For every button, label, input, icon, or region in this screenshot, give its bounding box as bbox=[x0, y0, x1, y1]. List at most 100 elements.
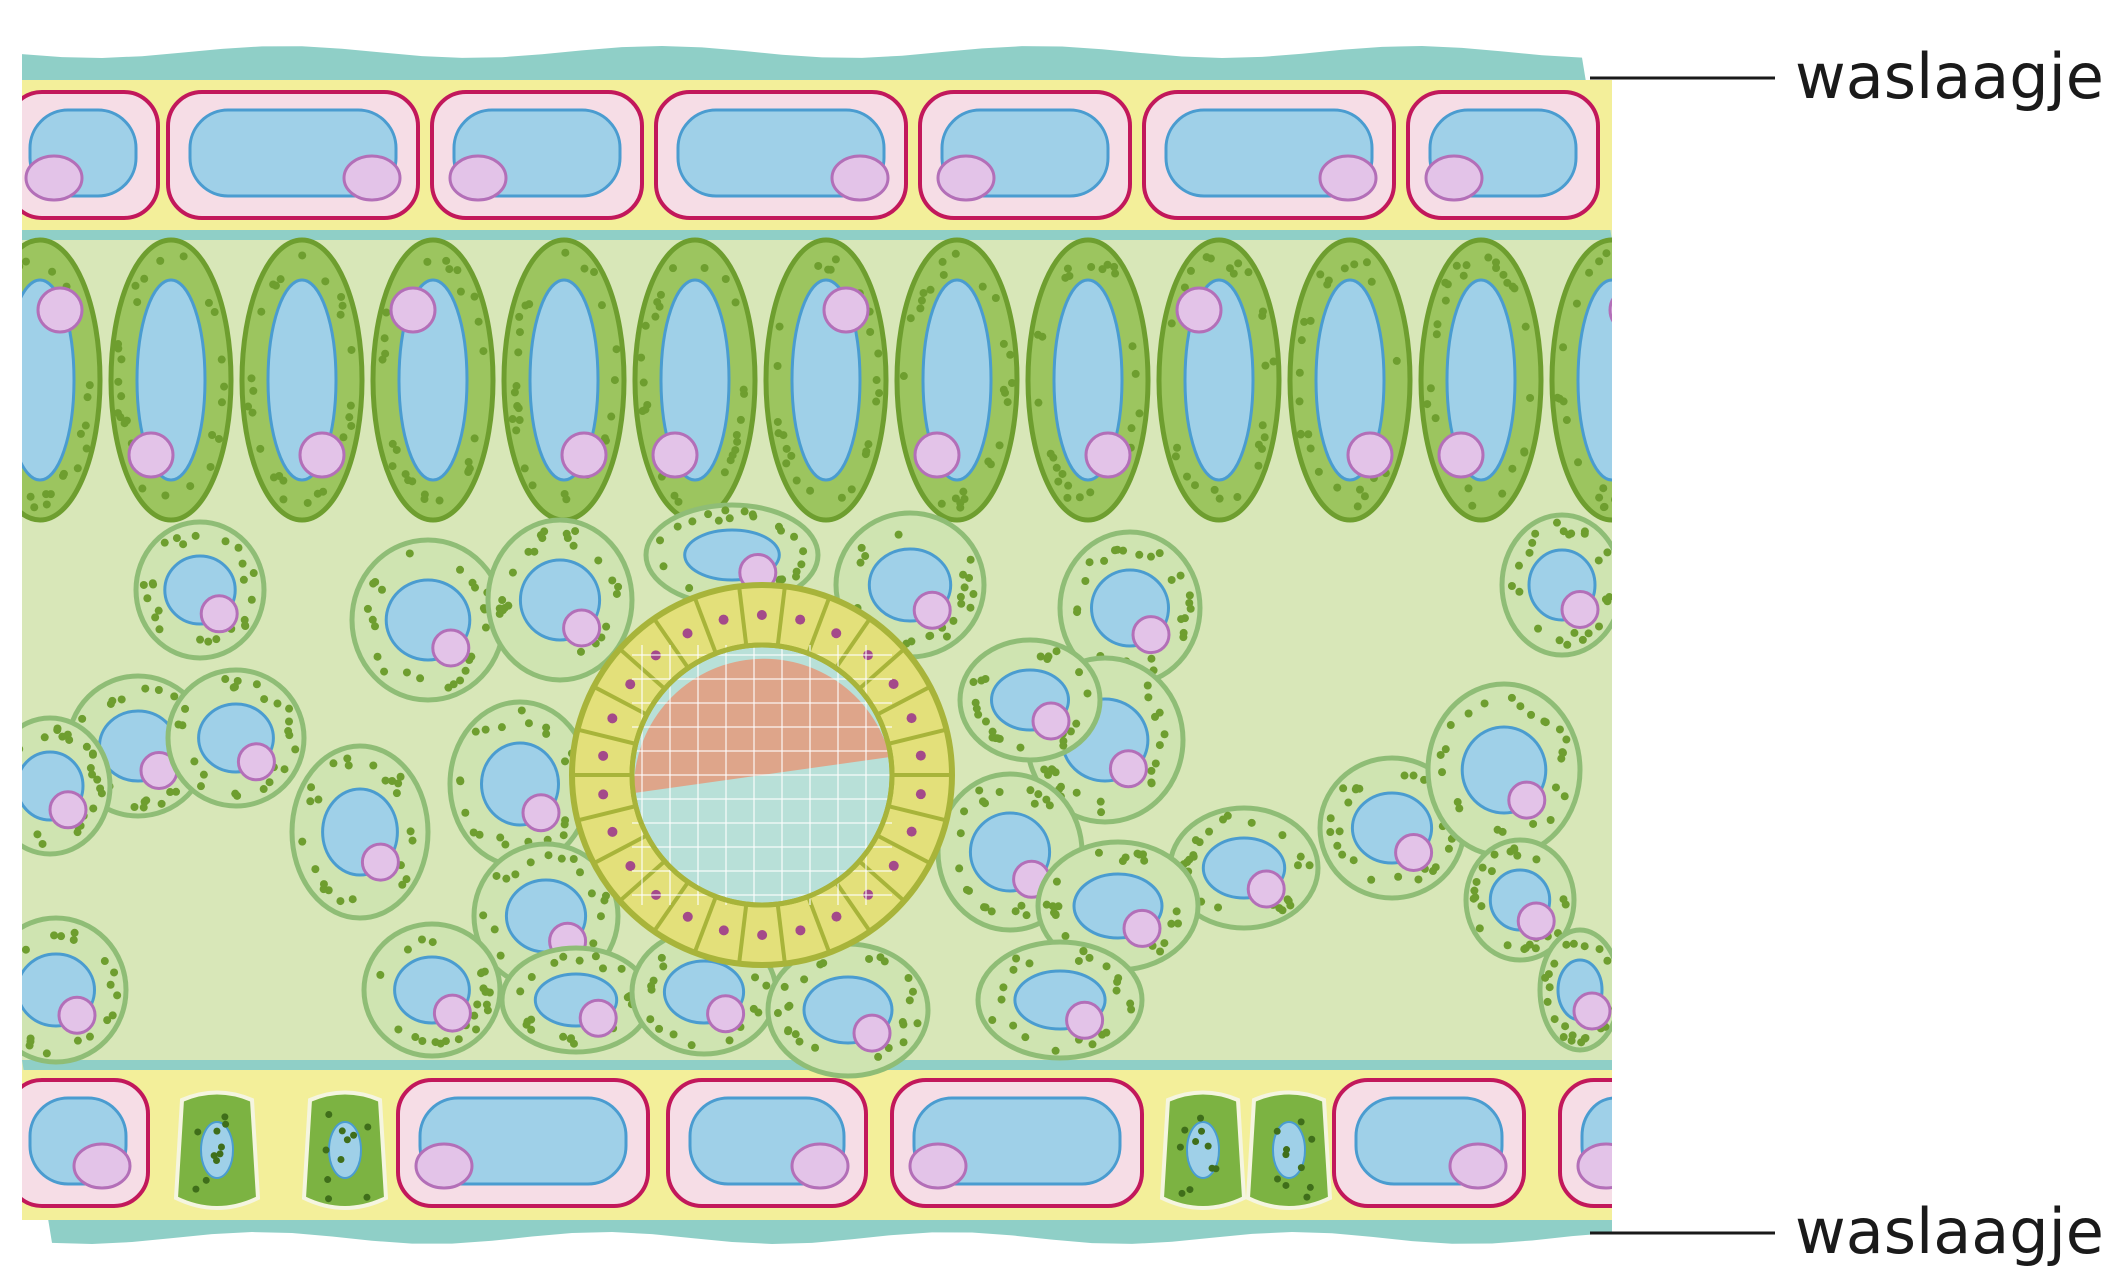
chloroplast bbox=[220, 383, 228, 391]
chloroplast bbox=[1177, 615, 1185, 623]
nucleus bbox=[433, 630, 469, 666]
sheath-cell-nucleus bbox=[683, 628, 693, 638]
chloroplast bbox=[1574, 458, 1582, 466]
chloroplast bbox=[260, 785, 268, 793]
chloroplast bbox=[1620, 270, 1628, 278]
palisade-cell bbox=[1421, 240, 1541, 520]
chloroplast bbox=[564, 534, 572, 542]
chloroplast bbox=[363, 1194, 370, 1201]
nucleus bbox=[59, 997, 95, 1033]
chloroplast bbox=[1008, 379, 1016, 387]
chloroplast bbox=[544, 851, 552, 859]
chloroplast bbox=[1481, 699, 1489, 707]
chloroplast bbox=[926, 632, 934, 640]
chloroplast bbox=[1023, 911, 1031, 919]
chloroplast bbox=[515, 404, 523, 412]
chloroplast bbox=[15, 745, 23, 753]
chloroplast bbox=[218, 1143, 225, 1150]
chloroplast bbox=[497, 952, 505, 960]
chloroplast bbox=[881, 957, 889, 965]
chloroplast bbox=[7, 269, 15, 277]
sheath-cell-nucleus bbox=[607, 827, 617, 837]
chloroplast bbox=[291, 745, 299, 753]
nucleus bbox=[362, 844, 398, 880]
chloroplast bbox=[966, 604, 974, 612]
chloroplast bbox=[382, 309, 390, 317]
chloroplast bbox=[576, 868, 584, 876]
chloroplast bbox=[1261, 433, 1269, 441]
chloroplast bbox=[952, 494, 960, 502]
chloroplast bbox=[1186, 1186, 1193, 1193]
nucleus bbox=[708, 996, 744, 1032]
chloroplast bbox=[1026, 786, 1034, 794]
chloroplast bbox=[957, 600, 965, 608]
chloroplast bbox=[613, 345, 621, 353]
chloroplast bbox=[1113, 987, 1121, 995]
chloroplast bbox=[1554, 394, 1562, 402]
chloroplast bbox=[1282, 1182, 1289, 1189]
chloroplast bbox=[1076, 493, 1084, 501]
chloroplast bbox=[1570, 629, 1578, 637]
chloroplast bbox=[86, 381, 94, 389]
chloroplast bbox=[957, 829, 965, 837]
chloroplast bbox=[1205, 1143, 1212, 1150]
chloroplast bbox=[1656, 395, 1664, 403]
chloroplast bbox=[1611, 496, 1619, 504]
chloroplast bbox=[82, 422, 90, 430]
chloroplast bbox=[445, 265, 453, 273]
nucleus bbox=[1574, 993, 1610, 1029]
chloroplast bbox=[1661, 402, 1669, 410]
chloroplast bbox=[514, 348, 522, 356]
chloroplast bbox=[379, 356, 387, 364]
chloroplast bbox=[1595, 556, 1603, 564]
nucleus bbox=[1124, 910, 1160, 946]
chloroplast bbox=[512, 426, 520, 434]
nucleus bbox=[1426, 156, 1482, 200]
chloroplast bbox=[1259, 421, 1267, 429]
upper-epidermis-cell bbox=[920, 92, 1130, 218]
chloroplast bbox=[0, 981, 5, 989]
chloroplast bbox=[1064, 482, 1072, 490]
chloroplast bbox=[819, 959, 827, 967]
chloroplast bbox=[782, 459, 790, 467]
chloroplast bbox=[374, 653, 382, 661]
chloroplast bbox=[992, 294, 1000, 302]
chloroplast bbox=[1234, 259, 1242, 267]
chloroplast bbox=[1393, 357, 1401, 365]
chloroplast bbox=[285, 731, 293, 739]
nucleus bbox=[792, 1144, 848, 1188]
chloroplast bbox=[793, 568, 801, 576]
chloroplast bbox=[996, 441, 1004, 449]
chloroplast bbox=[1148, 779, 1156, 787]
chloroplast bbox=[940, 271, 948, 279]
chloroplast bbox=[988, 1016, 996, 1024]
chloroplast bbox=[916, 304, 924, 312]
chloroplast bbox=[156, 257, 164, 265]
chloroplast bbox=[98, 789, 106, 797]
chloroplast bbox=[479, 911, 487, 919]
chloroplast bbox=[1516, 702, 1524, 710]
chloroplast bbox=[1546, 983, 1554, 991]
chloroplast bbox=[558, 855, 566, 863]
nucleus bbox=[434, 995, 470, 1031]
chloroplast bbox=[1527, 711, 1535, 719]
chloroplast bbox=[1454, 798, 1462, 806]
chloroplast bbox=[1603, 548, 1611, 556]
chloroplast bbox=[347, 422, 355, 430]
chloroplast bbox=[110, 968, 118, 976]
chloroplast bbox=[875, 389, 883, 397]
chloroplast bbox=[130, 803, 138, 811]
chloroplast bbox=[1559, 343, 1567, 351]
chloroplast bbox=[107, 981, 115, 989]
chloroplast bbox=[260, 695, 268, 703]
chloroplast bbox=[420, 495, 428, 503]
chloroplast bbox=[429, 938, 437, 946]
chloroplast bbox=[397, 773, 405, 781]
chloroplast bbox=[349, 895, 357, 903]
chloroplast bbox=[1135, 551, 1143, 559]
chloroplast bbox=[721, 468, 729, 476]
chloroplast bbox=[1016, 744, 1024, 752]
sheath-cell-nucleus bbox=[916, 751, 926, 761]
chloroplast bbox=[1296, 369, 1304, 377]
